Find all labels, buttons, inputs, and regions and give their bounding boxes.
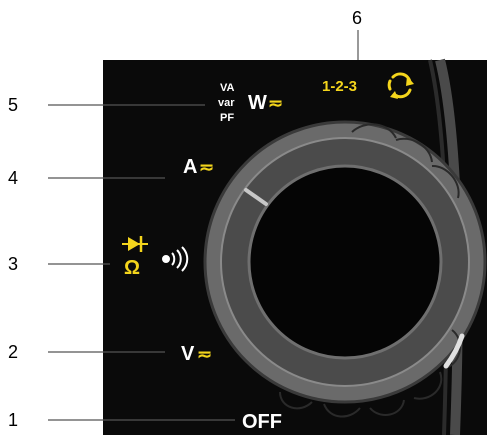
- callout-number-6: 6: [352, 8, 362, 28]
- knob-highlight: [443, 333, 465, 369]
- off-position-label: OFF: [242, 411, 282, 433]
- power-sub-label-var: var: [218, 97, 235, 109]
- knob-grip-scallops: [279, 123, 462, 418]
- callout-lines: [48, 30, 359, 421]
- power-sub-label-va: VA: [220, 82, 235, 94]
- current-ac-dc-symbol: ≂: [199, 157, 214, 177]
- voltage-position-label: V: [181, 343, 195, 365]
- phase-rotation-icon: [387, 72, 414, 99]
- continuity-beeper-icon: [162, 246, 189, 272]
- knob-center: [247, 164, 443, 360]
- callout-number-4: 4: [8, 168, 18, 188]
- power-position-label: W: [248, 92, 267, 114]
- resistance-position-label: Ω: [124, 257, 140, 279]
- current-position-label: A: [183, 156, 197, 178]
- callout-number-3: 3: [8, 254, 18, 274]
- power-ac-dc-symbol: ≂: [268, 93, 283, 113]
- callout-number-1: 1: [8, 410, 18, 430]
- phase-rotation-position-label: 1-2-3: [322, 78, 357, 95]
- power-sub-label-pf: PF: [220, 112, 234, 124]
- callout-number-2: 2: [8, 342, 18, 362]
- diode-icon: [122, 236, 148, 252]
- voltage-ac-dc-symbol: ≂: [197, 344, 212, 364]
- knob-pointer-indicator: [244, 188, 268, 206]
- rotary-selector-knob[interactable]: [203, 120, 487, 418]
- callout-number-5: 5: [8, 95, 18, 115]
